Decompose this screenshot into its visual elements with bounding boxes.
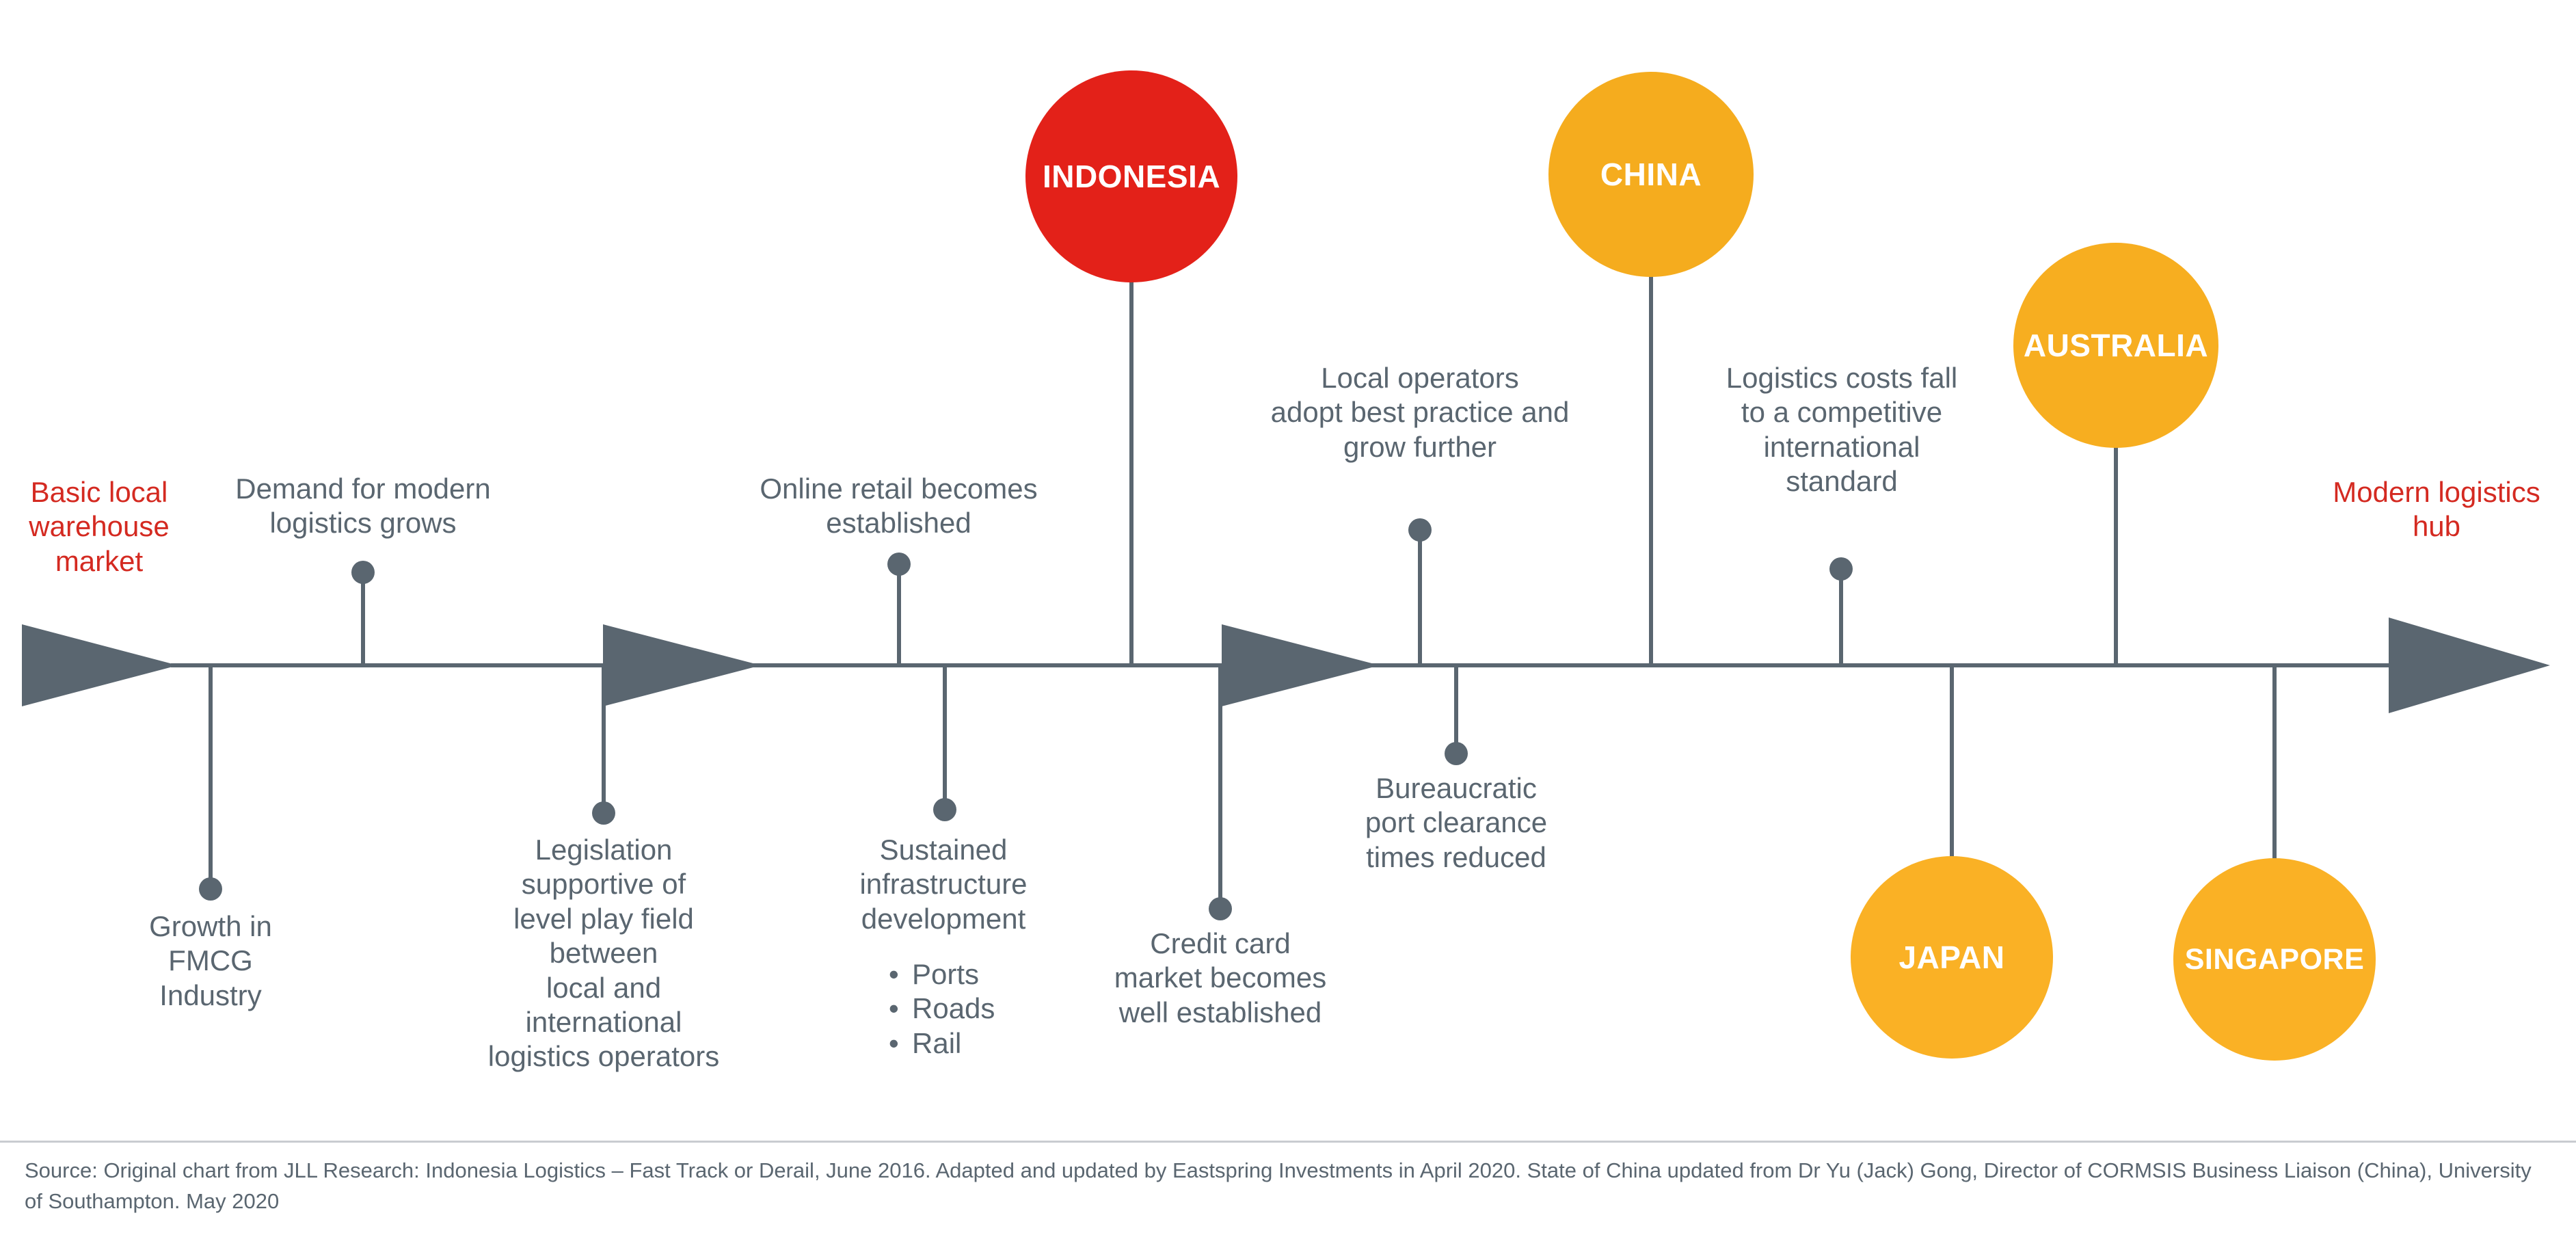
stage-end-label: Modern logistics hub: [2333, 476, 2540, 543]
country-bubble-indonesia[interactable]: INDONESIA: [1025, 70, 1237, 282]
milestone-dot: [933, 798, 956, 821]
milestone-dot: [351, 561, 375, 584]
milestone-above-demand: Demand for modern logistics grows: [235, 473, 491, 540]
milestone-dot: [1445, 742, 1468, 765]
milestone-above-online-retail: Online retail becomes established: [760, 473, 1038, 540]
milestone-stem: [943, 665, 947, 806]
country-bubble-australia[interactable]: AUSTRALIA: [2013, 243, 2218, 448]
country-bubble-china[interactable]: CHINA: [1548, 72, 1754, 277]
milestone-stem: [1839, 569, 1843, 665]
milestone-above-logistics-costs: Logistics costs fall to a competitive in…: [1726, 362, 1958, 498]
milestone-dot: [592, 801, 615, 825]
bubble-stem-japan: [1950, 665, 1954, 864]
axis-arrow-3: [1222, 624, 1380, 706]
milestone-stem: [209, 665, 213, 884]
country-bubble-label: AUSTRALIA: [2023, 328, 2209, 363]
bubble-stem-indonesia: [1129, 274, 1133, 665]
bubble-stem-china: [1649, 270, 1653, 665]
bubble-stem-singapore: [2272, 665, 2277, 865]
milestone-stem: [361, 572, 365, 665]
milestone-above-local-operators: Local operators adopt best practice and …: [1270, 362, 1570, 463]
country-bubble-label: JAPAN: [1899, 940, 2005, 975]
milestone-stem: [1218, 665, 1222, 905]
milestone-dot: [1408, 518, 1432, 542]
country-bubble-japan[interactable]: JAPAN: [1851, 856, 2053, 1059]
list-item: Roads: [889, 992, 995, 1026]
milestone-stem: [1418, 530, 1422, 665]
source-note: Source: Original chart from JLL Research…: [25, 1158, 2532, 1213]
bubble-stem-australia: [2114, 443, 2118, 665]
axis-arrow-4: [2389, 617, 2550, 713]
milestone-dot: [1829, 557, 1853, 581]
milestone-below-legislation: Legislation supportive of level play fie…: [487, 834, 720, 1073]
axis-arrow-2: [603, 624, 761, 706]
country-bubble-label: INDONESIA: [1042, 159, 1221, 194]
list-item: Ports: [889, 957, 995, 992]
country-bubble-label: CHINA: [1600, 157, 1702, 192]
country-bubble-singapore[interactable]: SINGAPORE: [2173, 858, 2376, 1061]
milestone-dot: [199, 877, 222, 901]
milestone-stem: [897, 564, 901, 665]
milestone-stem: [602, 665, 606, 809]
milestone-below-bureaucratic: Bureaucratic port clearance times reduce…: [1365, 772, 1548, 873]
milestone-dot: [1209, 897, 1232, 920]
milestone-dot: [887, 553, 911, 576]
infrastructure-bullet-list: Ports Roads Rail: [889, 957, 995, 1061]
milestone-below-credit-card: Credit card market becomes well establis…: [1114, 927, 1327, 1028]
footer-divider: [0, 1141, 2576, 1143]
milestone-below-fmcg: Growth in FMCG Industry: [149, 910, 272, 1011]
list-item: Rail: [889, 1026, 995, 1061]
axis-arrow-1: [22, 624, 178, 706]
milestone-stem: [1454, 665, 1458, 750]
country-bubble-label: SINGAPORE: [2184, 942, 2365, 976]
milestone-below-infrastructure: Sustained infrastructure development: [859, 834, 1028, 935]
stage-start-label: Basic local warehouse market: [29, 476, 170, 577]
